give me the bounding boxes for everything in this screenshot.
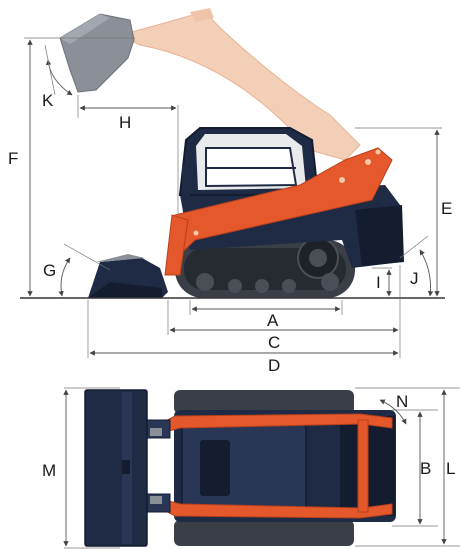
label-a: A: [267, 311, 279, 330]
label-i: I: [376, 273, 381, 292]
top-view: M B L N: [42, 387, 460, 549]
lift-arm: [164, 147, 393, 276]
label-m: M: [42, 461, 56, 480]
arc-j: [419, 249, 434, 297]
label-g: G: [43, 261, 56, 280]
label-c: C: [268, 333, 280, 352]
track-assembly: [175, 237, 355, 298]
dimension-lines: [27, 39, 440, 356]
label-b: B: [420, 459, 431, 478]
lowered-bucket: [88, 254, 168, 298]
arc-n: [379, 399, 407, 425]
label-l: L: [446, 459, 455, 478]
raised-bucket-ghost: [59, 13, 135, 93]
label-e: E: [441, 199, 452, 218]
label-j: J: [410, 269, 419, 288]
arc-g: [58, 257, 71, 297]
raised-arm-ghost: [118, 8, 361, 161]
machine-body: [178, 127, 404, 268]
top-bucket: [84, 389, 148, 547]
top-cab-seat: [200, 440, 230, 496]
top-arm-crossbar: [357, 419, 369, 513]
label-n: N: [396, 392, 408, 411]
top-track-upper: [174, 390, 354, 414]
extension-lines: [24, 37, 442, 358]
label-k: K: [42, 91, 54, 110]
label-d: D: [268, 356, 280, 375]
label-f: F: [8, 149, 18, 168]
top-track-lower: [174, 520, 354, 546]
label-h: H: [119, 113, 131, 132]
side-view: F K H E G J I A C D: [8, 8, 452, 375]
